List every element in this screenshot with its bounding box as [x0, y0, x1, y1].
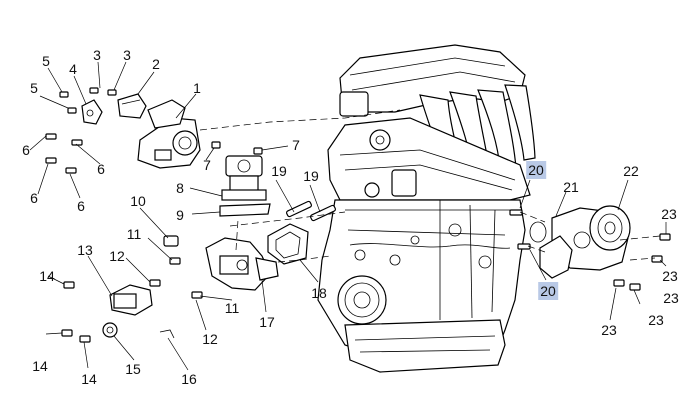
callout-20b: 20: [538, 282, 558, 300]
callout-6c: 6: [30, 190, 38, 206]
callout-9: 9: [176, 207, 184, 223]
callout-7a: 7: [203, 157, 211, 173]
callout-23b: 23: [662, 268, 678, 284]
callout-23e: 23: [601, 322, 617, 338]
engine-block: [317, 44, 536, 373]
callout-8: 8: [176, 180, 184, 196]
callout-6b: 6: [97, 161, 105, 177]
callout-17: 17: [259, 314, 275, 330]
callout-5a: 5: [42, 53, 50, 69]
callout-14a: 14: [39, 268, 55, 284]
clip-part: [159, 329, 175, 339]
callout-13: 13: [77, 242, 93, 258]
callout-16: 16: [181, 371, 197, 387]
callout-12a: 12: [109, 248, 125, 264]
sensor-part: [117, 93, 147, 119]
callout-19a: 19: [271, 163, 287, 179]
callout-22: 22: [623, 163, 639, 179]
gasket-part: [267, 223, 309, 265]
alignment-lines: [199, 109, 661, 263]
callout-23d: 23: [648, 312, 664, 328]
callout-12b: 12: [202, 331, 218, 347]
callout-14c: 14: [81, 371, 97, 387]
o-ring-part: [529, 221, 547, 243]
callout-3b: 3: [123, 47, 131, 63]
callout-5b: 5: [30, 80, 38, 96]
callout-4: 4: [69, 61, 77, 77]
callout-23c: 23: [663, 290, 679, 306]
throttle-body-part: [137, 99, 201, 169]
thermostat-housing-part: [205, 237, 279, 291]
callout-11b: 11: [224, 300, 240, 316]
callout-1: 1: [193, 80, 201, 96]
bolts: [45, 87, 671, 343]
callout-21: 21: [563, 179, 579, 195]
callout-6a: 6: [22, 142, 30, 158]
bracket-part: [81, 99, 103, 125]
fitting-part: [102, 322, 118, 338]
callout-19b: 19: [303, 168, 319, 184]
callout-11a: 11: [126, 226, 142, 242]
callout-15: 15: [125, 361, 141, 377]
egr-valve-part: [219, 155, 271, 217]
callout-2: 2: [152, 56, 160, 72]
callout-6d: 6: [77, 198, 85, 214]
callout-23a: 23: [661, 206, 677, 222]
callout-3a: 3: [93, 47, 101, 63]
coolant-pipe-part: [109, 284, 153, 316]
temp-sensor-part: [163, 235, 179, 247]
callout-20a: 20: [526, 161, 546, 179]
leader-lines: [29, 61, 667, 371]
callout-14b: 14: [32, 358, 48, 374]
water-pump-part: [539, 205, 631, 279]
callout-18: 18: [311, 285, 327, 301]
callout-10: 10: [130, 193, 146, 209]
callout-7b: 7: [292, 137, 300, 153]
